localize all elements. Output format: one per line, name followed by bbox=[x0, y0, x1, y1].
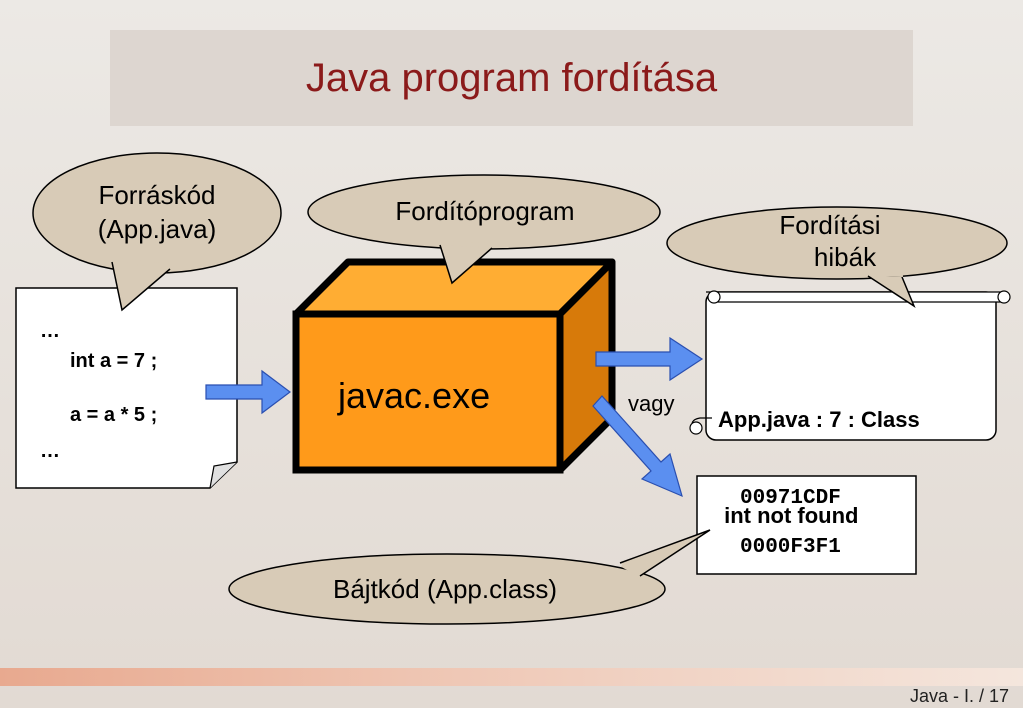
source-line-1: … bbox=[40, 320, 60, 342]
source-bubble-line1: Forráskód bbox=[98, 180, 216, 210]
arrow-compiler-to-bytecode bbox=[592, 395, 683, 498]
error-message-line1: App.java : 7 : Class bbox=[718, 407, 920, 432]
bytecode-box bbox=[696, 475, 917, 575]
footer-bar bbox=[0, 668, 1023, 686]
compiler-bubble bbox=[307, 174, 661, 285]
source-line-2: int a = 7 ; bbox=[70, 350, 158, 372]
errors-bubble bbox=[666, 206, 1008, 308]
errors-bubble-line2: hibák bbox=[813, 242, 877, 272]
bytecode-line-2: 0000F3F1 bbox=[740, 536, 841, 559]
or-label: vagy bbox=[628, 391, 675, 416]
compiler-label: javac.exe bbox=[338, 375, 491, 416]
source-bubble-line2: (App.java) bbox=[97, 214, 217, 244]
arrow-source-to-compiler bbox=[205, 369, 291, 415]
footer-page-info: Java - I. / 17 bbox=[909, 686, 1009, 706]
source-bubble-text: Forráskód (App.java) bbox=[45, 178, 269, 246]
title-banner: Java program fordítása bbox=[110, 30, 913, 126]
source-line-3: a = a * 5 ; bbox=[70, 404, 158, 426]
error-scroll bbox=[689, 290, 1011, 441]
bytecode-bubble-text: Bájtkód (App.class) bbox=[333, 574, 557, 604]
errors-bubble-line1: Fordítási bbox=[779, 210, 881, 240]
bytecode-line-1: 00971CDF bbox=[740, 487, 841, 510]
compiler-bubble-text: Fordítóprogram bbox=[395, 196, 575, 226]
errors-bubble-text: Fordítási hibák bbox=[740, 209, 920, 273]
error-message-line2: int not found bbox=[718, 503, 859, 528]
arrow-compiler-to-errors bbox=[595, 336, 704, 382]
document-fold bbox=[209, 461, 238, 489]
error-message: App.java : 7 : Class int not found bbox=[718, 340, 920, 596]
bytecode-bubble bbox=[228, 529, 711, 625]
source-bubble bbox=[32, 152, 282, 312]
slide-title: Java program fordítása bbox=[305, 55, 718, 100]
source-line-4: … bbox=[40, 440, 60, 462]
compiler-box bbox=[292, 258, 616, 474]
